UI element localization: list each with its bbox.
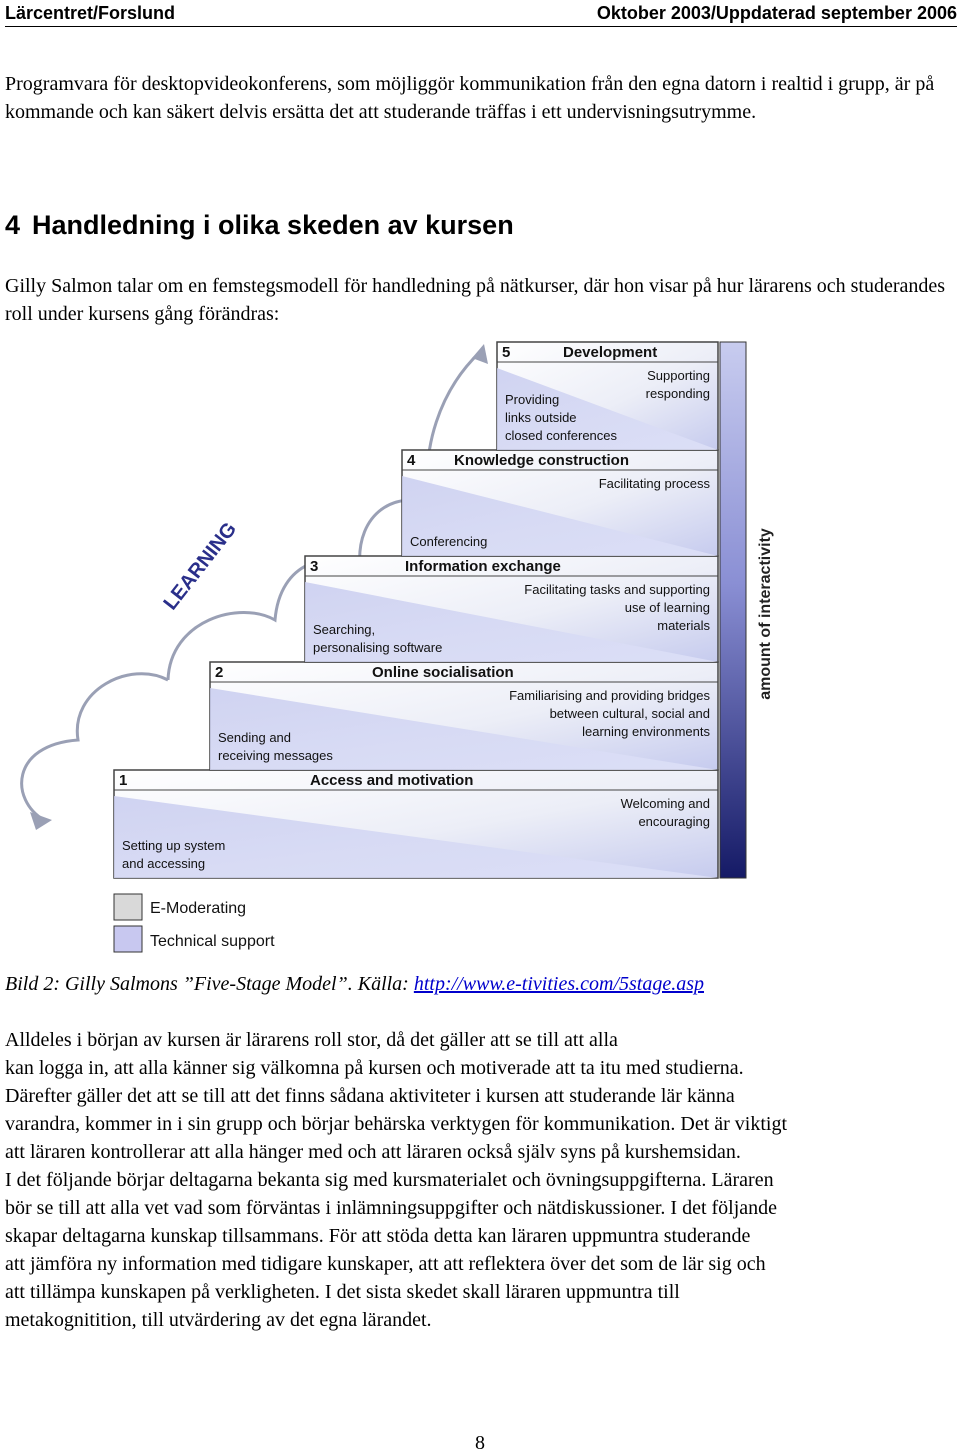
technical-support-area xyxy=(114,796,718,878)
learning-arrowhead-top xyxy=(472,344,488,364)
stage-moderator-text: learning environments xyxy=(582,724,710,739)
interactivity-label: amount of interactivity xyxy=(757,528,774,700)
legend: E-Moderating Technical support xyxy=(113,893,275,953)
stage-moderator-text: Supporting xyxy=(647,368,710,383)
learning-label: LEARNING xyxy=(159,518,241,614)
five-stage-diagram: amount of interactivity LEARNING 1 Access… xyxy=(20,341,774,953)
stage-title: Knowledge construction xyxy=(454,452,629,469)
learning-arrowhead-bottom xyxy=(30,812,52,830)
stage-moderator-text: materials xyxy=(657,618,710,633)
stage-moderator-text: use of learning xyxy=(625,600,710,615)
interactivity-bar xyxy=(719,341,747,879)
stage-moderator-text: Facilitating process xyxy=(599,476,711,491)
stage-moderator-text: responding xyxy=(646,386,710,401)
stage-title: Access and motivation xyxy=(310,772,473,789)
stage-moderator-text: encouraging xyxy=(638,814,710,829)
stage-number: 4 xyxy=(407,452,416,469)
body-line: metakognitition, till utvärdering av det… xyxy=(5,1309,432,1331)
stage-technical-text: closed conferences xyxy=(505,428,618,443)
body-line: I det följande börjar deltagarna bekanta… xyxy=(5,1169,774,1191)
stage-number: 2 xyxy=(215,664,223,681)
stage-title: Online socialisation xyxy=(372,664,514,681)
intro-paragraph: Programvara för desktopvideokonferens, s… xyxy=(5,73,935,123)
technical-support-area xyxy=(497,368,718,450)
technical-support-area xyxy=(305,582,718,662)
page-header: Lärcentret/Forslund Oktober 2003/Uppdate… xyxy=(5,2,957,27)
stage-technical-text: Providing xyxy=(505,392,559,407)
body-line: varandra, kommer in i sin grupp och börj… xyxy=(5,1113,788,1135)
body-line: kan logga in, att alla känner sig välkom… xyxy=(5,1057,744,1079)
body-line: att jämföra ny information med tidigare … xyxy=(5,1253,766,1275)
stage-title: Development xyxy=(563,344,657,361)
caption-text: Bild 2: Gilly Salmons ”Five-Stage Model”… xyxy=(5,973,414,995)
header-right: Oktober 2003/Uppdaterad september 2006 xyxy=(596,3,957,23)
stage-technical-text: and accessing xyxy=(122,856,205,871)
legend-label-emoderating: E-Moderating xyxy=(150,900,246,917)
body-line: bör se till att alla vet vad som förvänt… xyxy=(5,1197,778,1219)
body-line: Därefter gäller det att se till att det … xyxy=(5,1085,735,1107)
technical-support-area xyxy=(402,476,718,556)
body-line: att läraren kontrollerar att alla hänger… xyxy=(5,1141,741,1163)
stage-number: 1 xyxy=(119,772,127,789)
section-title: Handledning i olika skeden av kursen xyxy=(32,210,514,240)
figure-caption: Bild 2: Gilly Salmons ”Five-Stage Model”… xyxy=(5,970,704,998)
body-line: att tillämpa kunskapen på verkligheten. … xyxy=(5,1281,680,1303)
legend-swatch-emoderating xyxy=(113,893,143,921)
stage-moderator-text: Facilitating tasks and supporting xyxy=(524,582,710,597)
stage-technical-text: Conferencing xyxy=(410,534,487,549)
header-left: Lärcentret/Forslund xyxy=(5,3,176,23)
section-number: 4 xyxy=(5,210,21,240)
stage-technical-text: Searching, xyxy=(313,622,375,637)
legend-swatch-technical xyxy=(113,925,143,953)
body-paragraph: Alldeles i början av kursen är lärarens … xyxy=(5,1026,957,1334)
stage-number: 5 xyxy=(502,344,510,361)
stage-technical-text: personalising software xyxy=(313,640,442,655)
stage-moderator-text: Welcoming and xyxy=(621,796,710,811)
source-link[interactable]: http://www.e-tivities.com/5stage.asp xyxy=(413,973,704,995)
legend-label-technical: Technical support xyxy=(150,933,275,950)
page-number: 8 xyxy=(475,1432,485,1454)
stage-technical-text: Setting up system xyxy=(122,838,225,853)
stage-technical-text: links outside xyxy=(505,410,577,425)
body-line: skapar deltagarna kunskap tillsammans. F… xyxy=(5,1225,751,1247)
section-heading: 4 Handledning i olika skeden av kursen xyxy=(5,208,514,242)
stage-moderator-text: Familiarising and providing bridges xyxy=(509,688,710,703)
stage-technical-text: receiving messages xyxy=(218,748,333,763)
stage-title: Information exchange xyxy=(405,558,561,575)
stage-number: 3 xyxy=(310,558,318,575)
section-lead: Gilly Salmon talar om en femstegsmodell … xyxy=(5,275,946,325)
body-line: Alldeles i början av kursen är lärarens … xyxy=(5,1029,618,1051)
technical-support-area xyxy=(210,688,718,770)
stage-technical-text: Sending and xyxy=(218,730,291,745)
stage-moderator-text: between cultural, social and xyxy=(550,706,710,721)
